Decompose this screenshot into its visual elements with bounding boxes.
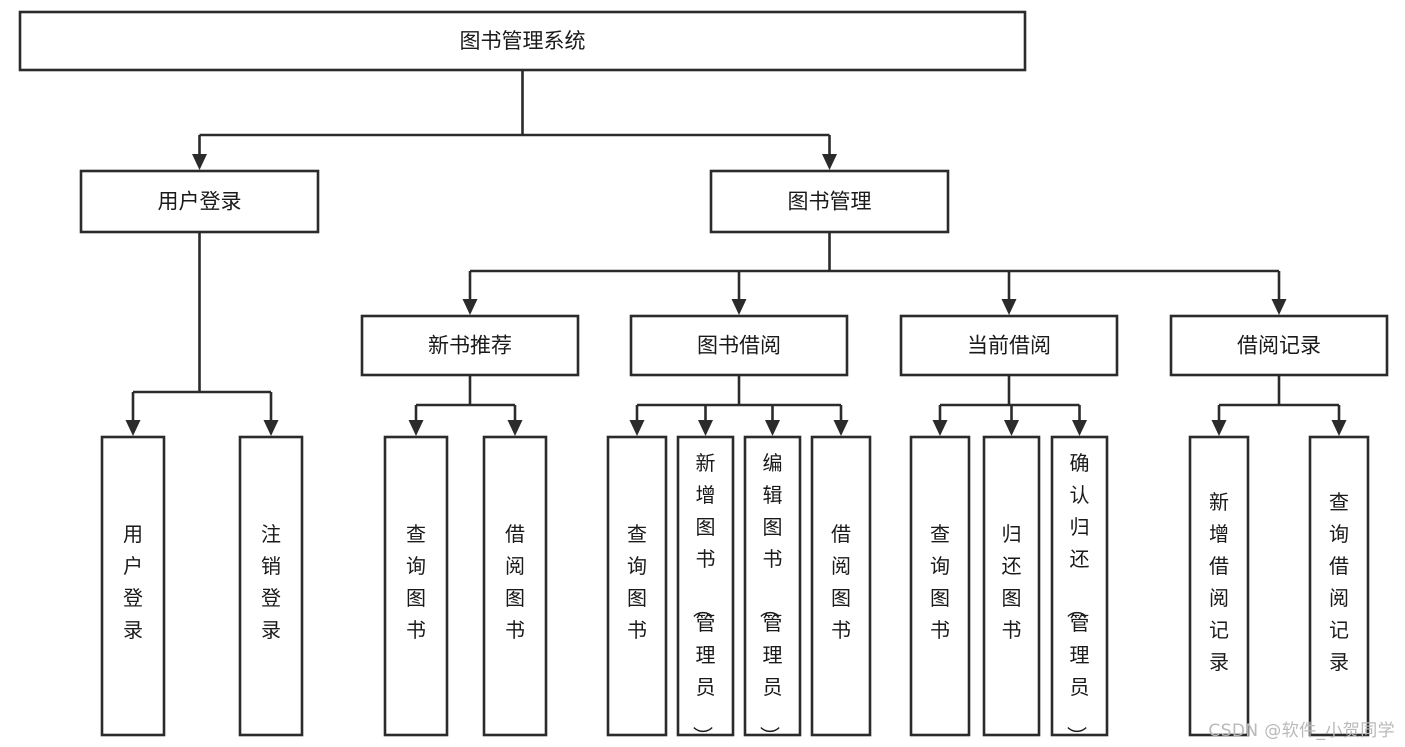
node-box <box>383 435 449 737</box>
node-label: 确认归还（管理员） <box>1065 451 1090 746</box>
arrow-head-icon <box>1072 420 1087 436</box>
node-box <box>18 10 1027 72</box>
arrow-head-icon <box>1004 420 1019 436</box>
node-box <box>810 435 872 737</box>
node-leaf-user-login[interactable]: 用户登录 <box>100 435 166 737</box>
arrow-head-icon <box>1271 299 1287 315</box>
arrow-head-icon <box>192 154 207 170</box>
node-leaf-add-book[interactable]: 新增图书（管理员） <box>676 435 735 746</box>
node-leaf-add-record[interactable]: 新增借阅记录 <box>1188 435 1250 737</box>
node-label: 用户登录 <box>123 522 143 642</box>
node-box <box>606 435 668 737</box>
node-leaf-query-book-1[interactable]: 查询图书 <box>383 435 449 737</box>
node-label: 借阅记录 <box>1237 334 1321 358</box>
node-label: 当前借阅 <box>967 334 1051 358</box>
arrow-head-icon <box>408 420 424 436</box>
arrow-head-icon <box>629 420 645 436</box>
node-leaf-query-record[interactable]: 查询借阅记录 <box>1308 435 1370 737</box>
node-box <box>100 435 166 737</box>
arrow-head-icon <box>507 420 523 436</box>
arrow-head-icon <box>932 420 948 436</box>
arrow-head-icon <box>125 420 141 436</box>
node-box <box>709 169 950 234</box>
arrow-head-icon <box>765 420 780 436</box>
node-label: 借阅图书 <box>505 522 525 642</box>
node-leaf-borrow-book-2[interactable]: 借阅图书 <box>810 435 872 737</box>
node-label: 图书管理系统 <box>460 29 586 53</box>
arrow-head-icon <box>263 420 279 436</box>
node-leaf-user-logout[interactable]: 注销登录 <box>238 435 304 737</box>
node-label: 查询借阅记录 <box>1329 490 1349 674</box>
node-leaf-query-book-2[interactable]: 查询图书 <box>606 435 668 737</box>
node-box <box>79 169 320 234</box>
arrow-head-icon <box>1001 299 1017 315</box>
node-box <box>899 314 1119 377</box>
node-box <box>360 314 580 377</box>
node-label: 新增图书（管理员） <box>691 451 716 746</box>
node-current-borrow[interactable]: 当前借阅 <box>899 314 1119 377</box>
node-box <box>743 435 802 737</box>
node-leaf-borrow-book-1[interactable]: 借阅图书 <box>482 435 548 737</box>
node-label: 编辑图书（管理员） <box>758 451 783 746</box>
node-label: 图书借阅 <box>697 334 781 358</box>
node-layer: 图书管理系统用户登录图书管理新书推荐图书借阅当前借阅借阅记录用户登录注销登录查询… <box>18 10 1389 746</box>
arrow-head-icon <box>731 299 747 315</box>
node-box <box>1050 435 1109 737</box>
node-leaf-query-book-3[interactable]: 查询图书 <box>909 435 971 737</box>
node-leaf-edit-book[interactable]: 编辑图书（管理员） <box>743 435 802 746</box>
node-label: 注销登录 <box>261 522 281 642</box>
node-label: 图书管理 <box>788 190 872 214</box>
node-label: 查询图书 <box>406 522 426 642</box>
node-new-book-rec[interactable]: 新书推荐 <box>360 314 580 377</box>
arrow-head-icon <box>698 420 713 436</box>
arrow-head-icon <box>462 299 478 315</box>
node-label: 查询图书 <box>930 522 950 642</box>
node-box <box>982 435 1041 737</box>
node-box <box>629 314 849 377</box>
node-book-borrow[interactable]: 图书借阅 <box>629 314 849 377</box>
node-book-manage[interactable]: 图书管理 <box>709 169 950 234</box>
arrow-head-icon <box>822 154 837 170</box>
node-label: 归还图书 <box>1002 522 1022 642</box>
node-box <box>676 435 735 737</box>
node-label: 借阅图书 <box>831 522 851 642</box>
node-leaf-return-book[interactable]: 归还图书 <box>982 435 1041 737</box>
node-box <box>1188 435 1250 737</box>
node-label: 新增借阅记录 <box>1209 490 1229 674</box>
node-leaf-confirm-return[interactable]: 确认归还（管理员） <box>1050 435 1109 746</box>
node-root[interactable]: 图书管理系统 <box>18 10 1027 72</box>
node-box <box>1169 314 1389 377</box>
node-label: 查询图书 <box>627 522 647 642</box>
arrow-head-icon <box>833 420 849 436</box>
node-borrow-record[interactable]: 借阅记录 <box>1169 314 1389 377</box>
arrow-head-icon <box>1331 420 1347 436</box>
node-box <box>909 435 971 737</box>
node-box <box>1308 435 1370 737</box>
node-label: 用户登录 <box>158 190 242 214</box>
node-user-login[interactable]: 用户登录 <box>79 169 320 234</box>
arrow-head-icon <box>1211 420 1227 436</box>
node-label: 新书推荐 <box>428 334 512 358</box>
node-box <box>238 435 304 737</box>
connector-layer <box>125 70 1347 436</box>
node-box <box>482 435 548 737</box>
